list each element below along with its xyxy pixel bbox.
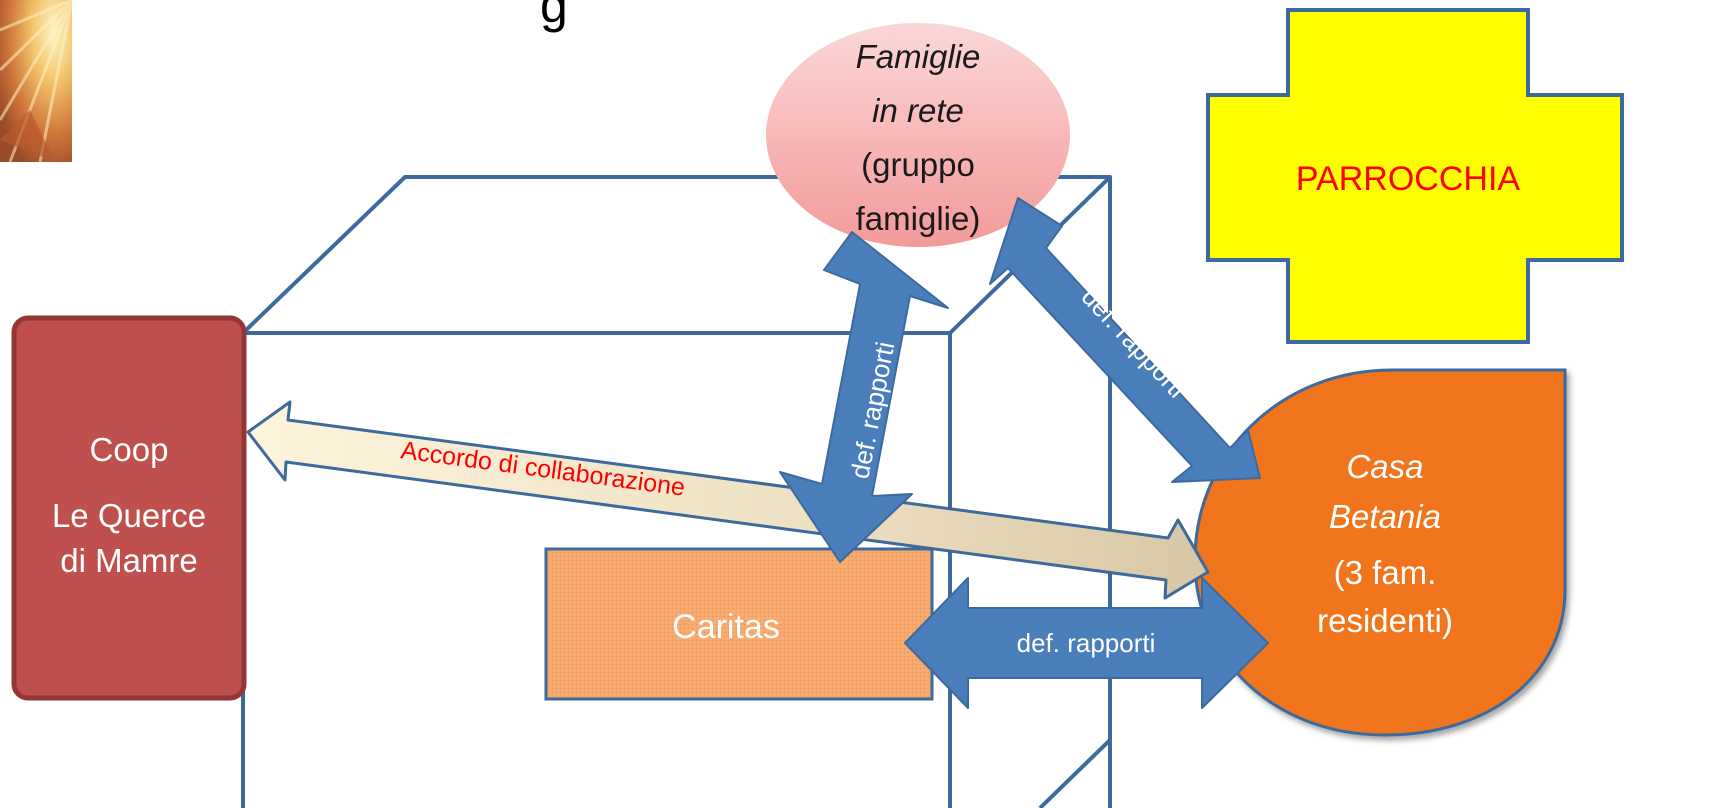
caritas-label: Caritas [672, 608, 780, 646]
famiglie-line-4: famiglie) [856, 200, 981, 237]
famiglie-line-1: Famiglie [856, 38, 981, 75]
casa-line-1: Casa [1346, 448, 1423, 485]
casa-line-3: (3 fam. [1334, 554, 1437, 591]
parrocchia-label: PARROCCHIA [1296, 160, 1520, 198]
casa-betania-node [1193, 368, 1567, 737]
caritas-casa-label: def. rapporti [1017, 628, 1156, 658]
famiglie-line-3: (gruppo [861, 146, 975, 183]
coop-line-2: Le Querce [52, 497, 206, 534]
page-title-fragment: g [540, 0, 568, 33]
sunburst-painting-image [0, 0, 74, 163]
famiglie-in-rete-node: Famiglie in rete (gruppo famiglie) [766, 23, 1070, 247]
caritas-node: Caritas [544, 547, 934, 701]
coop-le-querce-node: Coop Le Querce di Mamre [11, 315, 247, 701]
coop-line-1: Coop [90, 431, 169, 468]
caritas-casa-arrow: def. rapporti [904, 577, 1269, 709]
casa-line-4: residenti) [1317, 602, 1453, 639]
parrocchia-cross: PARROCCHIA [1206, 8, 1624, 344]
casa-line-2: Betania [1329, 498, 1441, 535]
famiglie-line-2: in rete [872, 92, 964, 129]
coop-line-3: di Mamre [60, 542, 198, 579]
